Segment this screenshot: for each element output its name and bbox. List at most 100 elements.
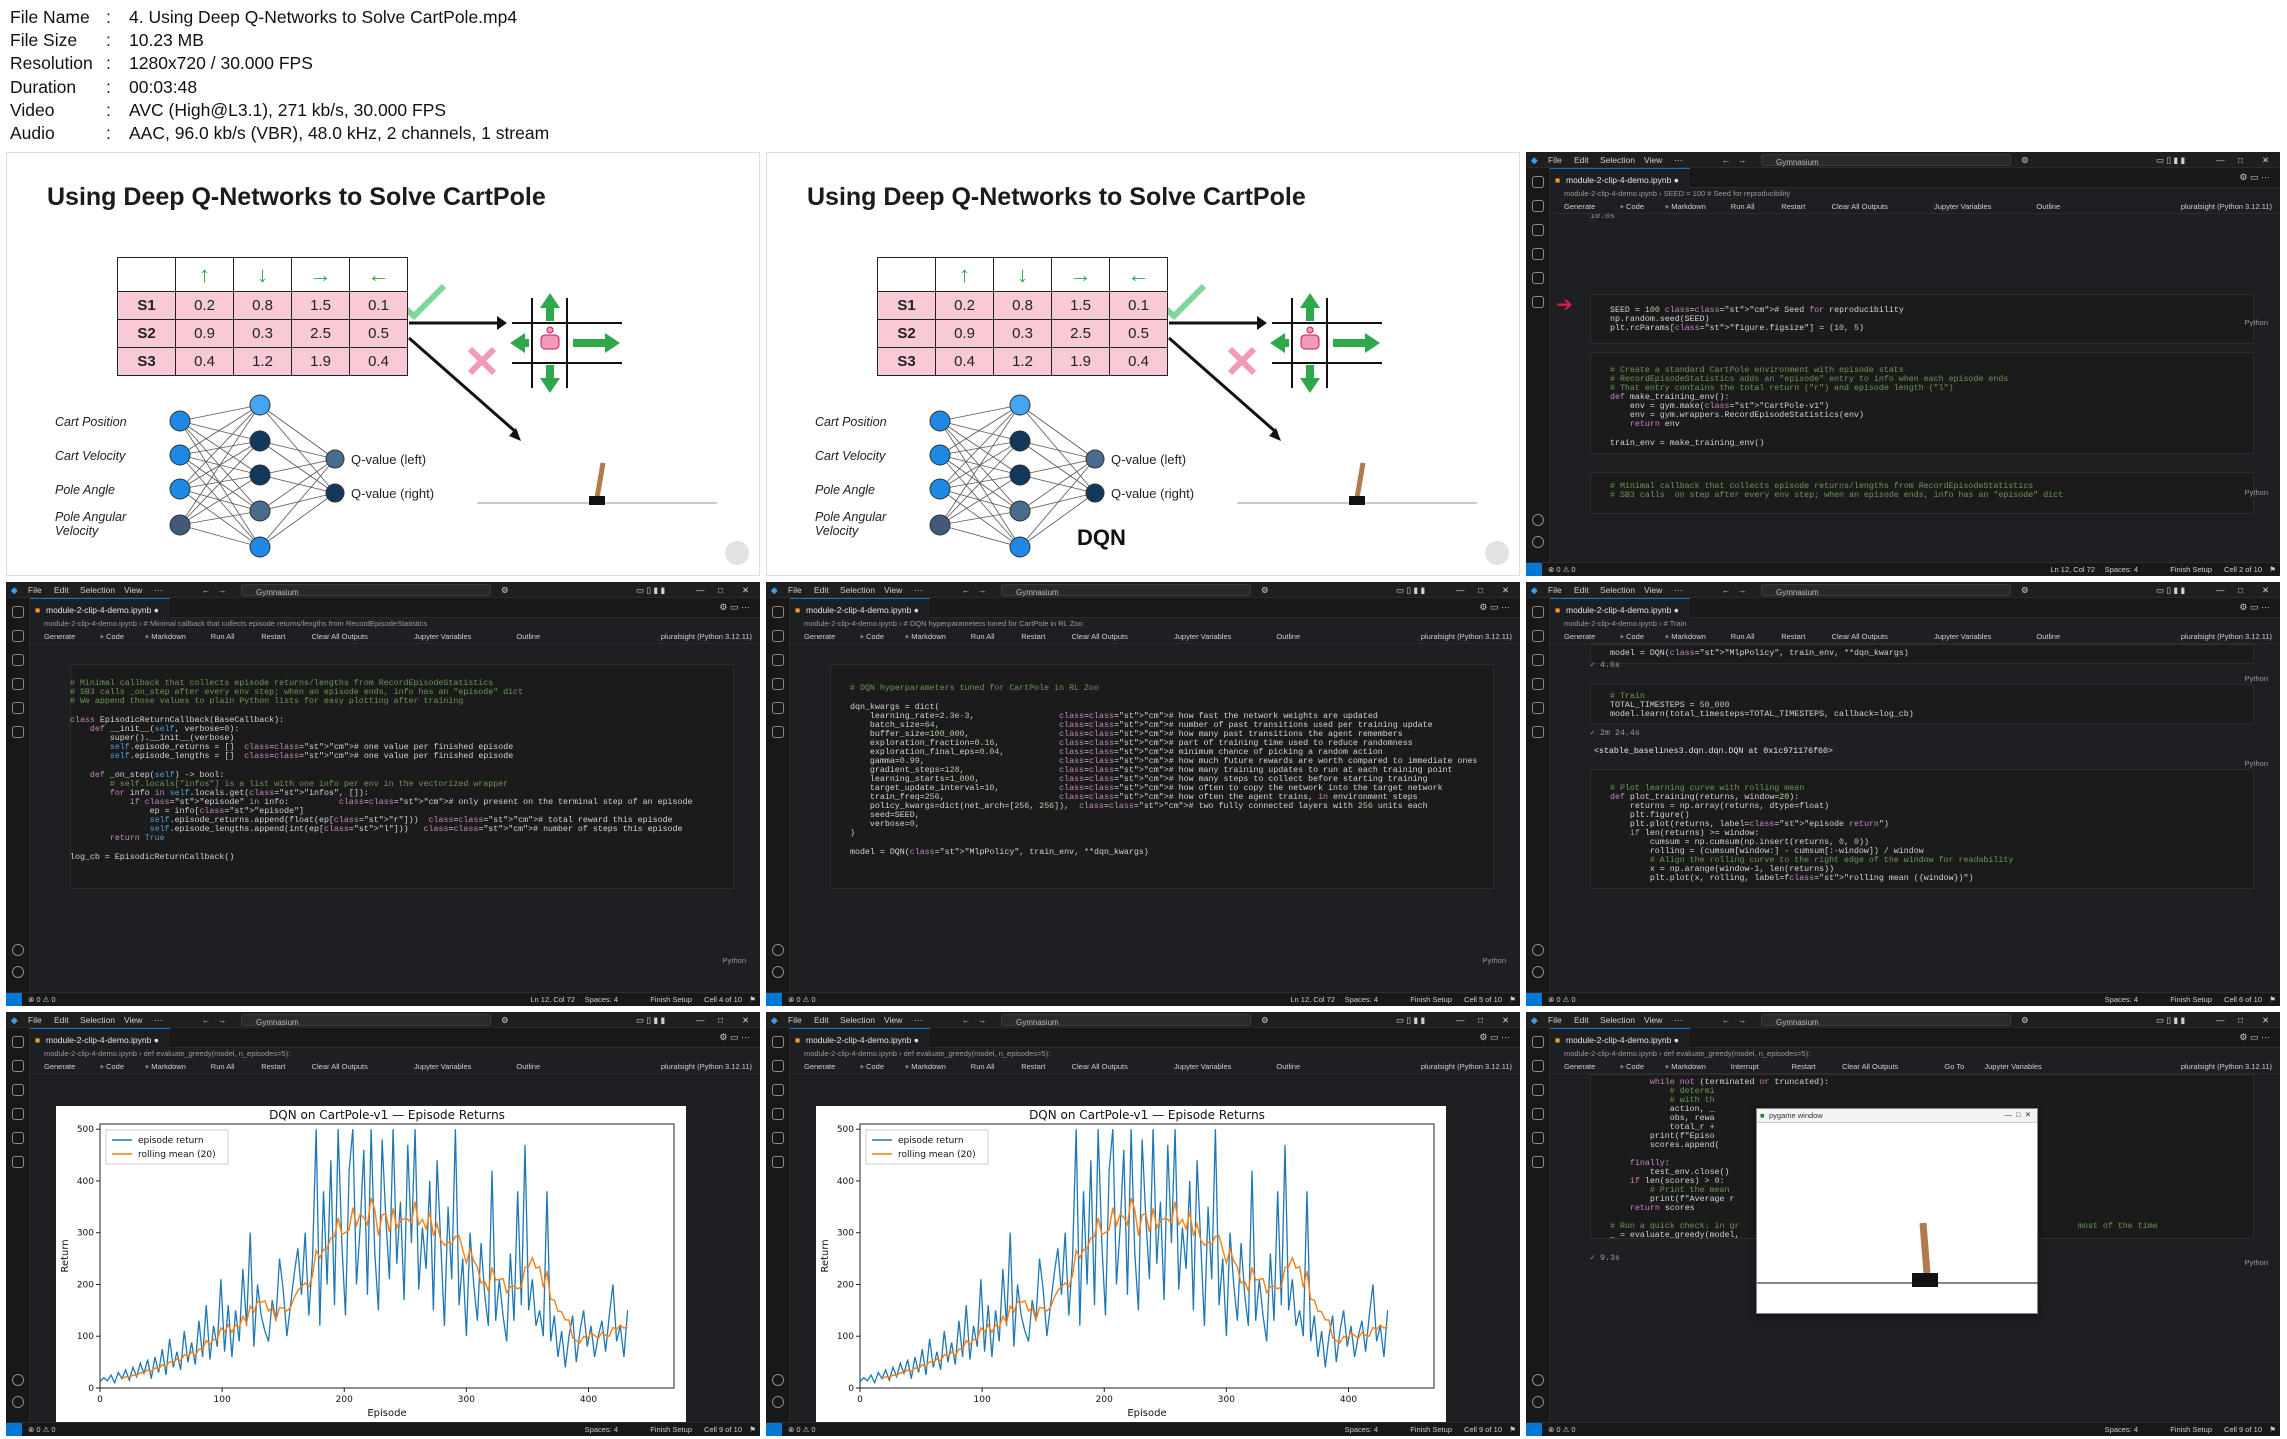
tab-notebook[interactable]: ■module-2-clip-4-demo.ipynb ● (1550, 598, 1690, 618)
close-icon[interactable]: ✕ (1502, 585, 1510, 595)
remote-indicator-icon[interactable] (1526, 563, 1542, 576)
layout-icons[interactable]: ▭ ▯ ▮ ▮ (2156, 1015, 2186, 1025)
settings-gear-icon[interactable] (1532, 536, 1544, 548)
layout-icons[interactable]: ▭ ▯ ▮ ▮ (2156, 155, 2186, 165)
toolbar-markdown-button[interactable]: + Markdown (904, 632, 946, 641)
more-menu-icon[interactable]: ⋯ (914, 1015, 923, 1025)
cursor-position[interactable]: Ln 12, Col 72 (1290, 995, 1335, 1004)
maximize-icon[interactable]: □ (2238, 155, 2244, 165)
tab-notebook[interactable]: ■module-2-clip-4-demo.ipynb ● (790, 1028, 930, 1048)
problems-count[interactable]: ⊗ 0 ⚠ 0 (28, 1425, 56, 1434)
toolbar-clearalloutputs-button[interactable]: Clear All Outputs (1842, 1062, 1899, 1071)
toolbar-outline-button[interactable]: Outline (1276, 632, 1301, 641)
editor-actions[interactable]: ⚙ ▭ ⋯ (2239, 602, 2270, 612)
run-debug-icon[interactable] (1532, 248, 1544, 260)
back-icon[interactable]: ← (1722, 1015, 1731, 1025)
kernel-picker[interactable]: pluralsight (Python 3.12.11) (2180, 202, 2272, 211)
menu-view[interactable]: View (1644, 1015, 1663, 1025)
notifications-icon[interactable]: ⚑ (1509, 995, 1516, 1004)
source-control-icon[interactable] (772, 654, 784, 666)
notifications-icon[interactable]: ⚑ (2269, 1425, 2276, 1434)
remote-indicator-icon[interactable] (6, 1423, 22, 1436)
explorer-icon[interactable] (1532, 606, 1544, 618)
toolbar-restart-button[interactable]: Restart (1021, 632, 1046, 641)
menu-selection[interactable]: Selection (80, 1015, 115, 1025)
problems-count[interactable]: ⊗ 0 ⚠ 0 (788, 995, 816, 1004)
code-cell[interactable] (1590, 684, 2254, 724)
editor-actions[interactable]: ⚙ ▭ ⋯ (2239, 172, 2270, 182)
notifications-icon[interactable]: ⚑ (2269, 565, 2276, 574)
extensions-icon[interactable] (1532, 702, 1544, 714)
notifications-icon[interactable]: ⚑ (749, 1425, 756, 1434)
problems-count[interactable]: ⊗ 0 ⚠ 0 (1548, 995, 1576, 1004)
menu-file[interactable]: File (1548, 155, 1562, 165)
account-icon[interactable] (12, 1374, 24, 1386)
run-debug-icon[interactable] (772, 678, 784, 690)
code-cell[interactable] (1590, 472, 2254, 514)
explorer-icon[interactable] (1532, 1036, 1544, 1048)
settings-gear-icon[interactable] (12, 966, 24, 978)
copilot-icon[interactable]: ⚙ (2021, 155, 2029, 165)
menu-edit[interactable]: Edit (54, 1015, 69, 1025)
toolbar-jupytervariables-button[interactable]: Jupyter Variables (1934, 632, 1992, 641)
toolbar-outline-button[interactable]: Outline (516, 632, 541, 641)
menu-file[interactable]: File (1548, 585, 1562, 595)
forward-icon[interactable]: → (1738, 155, 1747, 165)
minimize-icon[interactable]: — (696, 585, 705, 595)
kernel-picker[interactable]: pluralsight (Python 3.12.11) (2180, 632, 2272, 641)
copilot-icon[interactable]: ⚙ (2021, 1015, 2029, 1025)
editor-actions[interactable]: ⚙ ▭ ⋯ (2239, 1032, 2270, 1042)
menu-edit[interactable]: Edit (54, 585, 69, 595)
explorer-icon[interactable] (12, 1036, 24, 1048)
toolbar-runall-button[interactable]: Run All (1730, 202, 1755, 211)
close-icon[interactable]: ✕ (1502, 1015, 1510, 1025)
tab-notebook[interactable]: ■module-2-clip-4-demo.ipynb ● (1550, 1028, 1690, 1048)
account-icon[interactable] (772, 1374, 784, 1386)
menu-file[interactable]: File (28, 585, 42, 595)
problems-count[interactable]: ⊗ 0 ⚠ 0 (788, 1425, 816, 1434)
close-icon[interactable]: ✕ (2262, 155, 2270, 165)
toolbar-code-button[interactable]: + Code (1619, 202, 1644, 211)
toolbar-generate-button[interactable]: Generate (804, 1062, 836, 1071)
toolbar-generate-button[interactable]: Generate (1564, 632, 1596, 641)
command-search[interactable]: Gymnasium (1761, 1014, 2011, 1027)
testing-icon[interactable] (772, 726, 784, 738)
finish-setup-button[interactable]: Finish Setup (650, 1425, 692, 1434)
menu-view[interactable]: View (884, 1015, 903, 1025)
forward-icon[interactable]: → (218, 1015, 227, 1025)
toolbar-generate-button[interactable]: Generate (44, 632, 76, 641)
close-icon[interactable]: ✕ (2262, 1015, 2270, 1025)
cursor-position[interactable]: Ln 12, Col 72 (530, 995, 575, 1004)
close-icon[interactable]: ✕ (2262, 585, 2270, 595)
toolbar-generate-button[interactable]: Generate (1564, 202, 1596, 211)
menu-selection[interactable]: Selection (80, 585, 115, 595)
maximize-icon[interactable]: □ (1478, 585, 1484, 595)
back-icon[interactable]: ← (962, 1015, 971, 1025)
minimize-icon[interactable]: — (2216, 155, 2225, 165)
menu-view[interactable]: View (124, 585, 143, 595)
toolbar-code-button[interactable]: + Code (859, 1062, 884, 1071)
testing-icon[interactable] (1532, 296, 1544, 308)
indent-setting[interactable]: Spaces: 4 (1344, 1425, 1378, 1434)
toolbar-runall-button[interactable]: Run All (210, 1062, 235, 1071)
explorer-icon[interactable] (12, 606, 24, 618)
toolbar-clearalloutputs-button[interactable]: Clear All Outputs (1831, 632, 1888, 641)
remote-indicator-icon[interactable] (6, 993, 22, 1006)
layout-icons[interactable]: ▭ ▯ ▮ ▮ (2156, 585, 2186, 595)
toolbar-code-button[interactable]: + Code (859, 632, 884, 641)
indent-setting[interactable]: Spaces: 4 (584, 1425, 618, 1434)
run-debug-icon[interactable] (1532, 678, 1544, 690)
problems-count[interactable]: ⊗ 0 ⚠ 0 (1548, 565, 1576, 574)
toolbar-restart-button[interactable]: Restart (261, 632, 286, 641)
toolbar-markdown-button[interactable]: + Markdown (904, 1062, 946, 1071)
toolbar-restart-button[interactable]: Restart (261, 1062, 286, 1071)
toolbar-markdown-button[interactable]: + Markdown (144, 632, 186, 641)
menu-edit[interactable]: Edit (1574, 585, 1589, 595)
editor-actions[interactable]: ⚙ ▭ ⋯ (1479, 1032, 1510, 1042)
menu-view[interactable]: View (884, 585, 903, 595)
toolbar-jupytervariables-button[interactable]: Jupyter Variables (414, 632, 472, 641)
toolbar-runall-button[interactable]: Run All (1730, 632, 1755, 641)
menu-edit[interactable]: Edit (1574, 1015, 1589, 1025)
notebook-cells[interactable]: SEED = 100 class=class="st">"cm"># Seed … (1550, 214, 2274, 562)
extensions-icon[interactable] (1532, 272, 1544, 284)
